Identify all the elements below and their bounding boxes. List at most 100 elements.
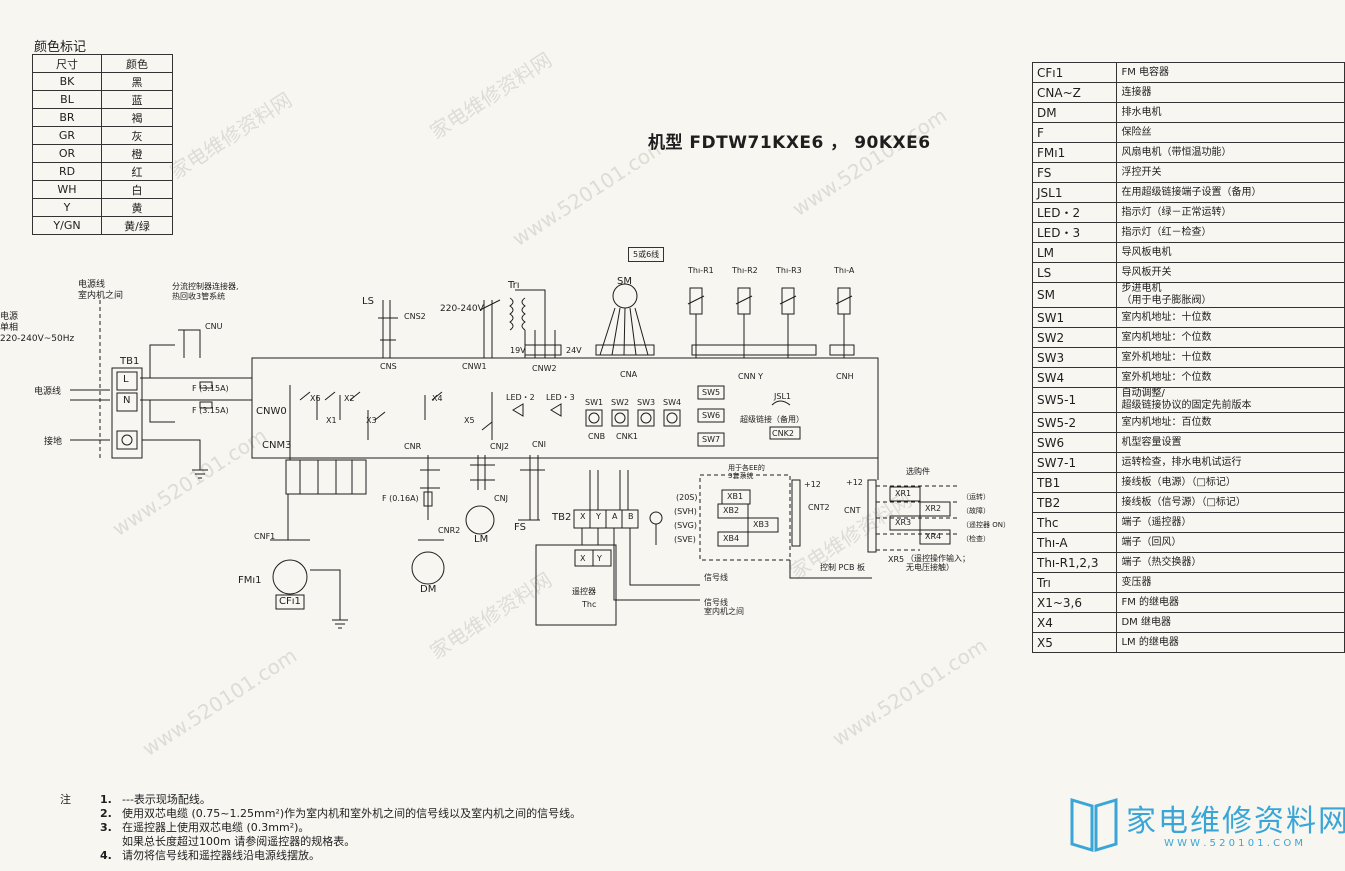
watermark: www.520101.com	[507, 133, 672, 251]
legend-code: GR	[32, 126, 102, 145]
notes-header: 注 1. ---表示现场配线。	[60, 793, 581, 807]
relay-label: X2	[344, 394, 355, 403]
connector-label: CNI	[532, 440, 546, 449]
louver-switch-label: LS	[362, 296, 374, 307]
terminal-l: L	[123, 374, 129, 385]
component-description: 室外机地址：十位数	[1116, 347, 1345, 368]
signal-line-label: 信号线	[704, 573, 728, 582]
pcb-outline	[251, 357, 879, 459]
opt-item: （故障）	[962, 507, 990, 515]
connector-label: CNN Y	[738, 372, 763, 381]
notes: 注 1. ---表示现场配线。 2. 使用双芯电缆 (0.75~1.25mm²)…	[60, 793, 581, 863]
xr5-note: （遥控操作输入； 无电压接触）	[906, 554, 970, 572]
note-text: 请勿将信号线和遥控器线沿电源线摆放。	[122, 849, 320, 862]
page-title: 机型 FDTW71KXE6 ， 90KXE6	[648, 133, 931, 153]
component-code: SW6	[1031, 432, 1118, 453]
switch-label: SW1	[585, 398, 604, 407]
legend-color: 黑	[101, 72, 173, 91]
legend-title: 颜色标记	[34, 40, 87, 55]
component-code: X1~3,6	[1031, 592, 1118, 613]
tb1-block	[111, 367, 143, 459]
thermistor-label: Thı-R1	[688, 266, 714, 275]
legend-color: 橙	[101, 144, 173, 163]
note-number	[100, 835, 122, 849]
opt-item: （检查）	[962, 535, 990, 543]
stepper-motor	[612, 283, 638, 309]
component-description: 连接器	[1116, 82, 1345, 103]
switch-label: SW5	[702, 388, 721, 397]
remote-thermistor-label: Thc	[582, 600, 597, 609]
connector-label: CNJ2	[490, 442, 510, 451]
louver-motor-label: LM	[474, 534, 489, 545]
legend-code: BL	[32, 90, 102, 109]
watermark: 家电维修资料网	[165, 87, 297, 184]
relay-label: X1	[326, 416, 337, 425]
component-code: Thc	[1031, 512, 1118, 533]
relay-label: X6	[310, 394, 321, 403]
transformer-coil	[509, 297, 526, 331]
component-code: DM	[1031, 102, 1118, 123]
connector-label: CNT	[844, 506, 861, 515]
cnt2-connector	[791, 479, 801, 547]
legend-code: WH	[32, 180, 102, 199]
jsl-note: 超级链接（备用）	[740, 415, 804, 424]
note-row: 4. 请勿将信号线和遥控器线沿电源线摆放。	[60, 849, 581, 863]
note-row: 2. 使用双芯电缆 (0.75~1.25mm²)作为室内机和室外机之间的信号线以…	[60, 807, 581, 821]
tb2-note: 用于各EE的 3套系统	[728, 464, 765, 480]
connector-label: CNW0	[256, 406, 287, 417]
relay-label: XB1	[727, 492, 744, 501]
tb1-label: TB1	[120, 356, 140, 367]
ground-label: 接地	[44, 437, 63, 447]
component-code: SM	[1031, 282, 1118, 308]
watermark: 家电维修资料网	[425, 47, 557, 144]
fan-capacitor	[275, 594, 305, 610]
wiring-diagram	[70, 283, 960, 629]
component-description: 浮控开关	[1116, 162, 1345, 183]
power-line-label: 电源线	[34, 387, 62, 397]
float-switch-label: FS	[514, 522, 526, 533]
switch-label: SW4	[663, 398, 682, 407]
connector-label: CNJ	[494, 494, 508, 503]
tb2-terminal: B	[628, 512, 634, 521]
note-number: 3.	[100, 821, 112, 834]
fuse-label: F (3.15A)	[192, 384, 229, 393]
drain-motor	[411, 551, 445, 585]
note-text: ---表示现场配线。	[122, 793, 211, 806]
component-code: Trı	[1031, 572, 1118, 593]
voltage-marker: +12	[804, 480, 821, 489]
component-description: 步进电机 （用于电子膨胀阀）	[1116, 282, 1345, 308]
component-description: 排水电机	[1116, 102, 1345, 123]
component-code: CNA~Z	[1031, 82, 1118, 103]
relay-label: XR3	[895, 518, 912, 527]
component-code: X4	[1031, 612, 1118, 633]
mode-label: (20S)	[676, 493, 698, 502]
relay-label: XB3	[753, 520, 770, 529]
legend-color: 蓝	[101, 90, 173, 109]
legend-color: 红	[101, 162, 173, 181]
legend-code: BR	[32, 108, 102, 127]
component-description: 导风板电机	[1116, 242, 1345, 263]
component-description: 端子（回风）	[1116, 532, 1345, 553]
power-note: 电源线 室内机之间	[78, 280, 124, 301]
component-code: FMı1	[1031, 142, 1118, 163]
fuse-label: F (0.16A)	[382, 494, 419, 503]
component-code: LS	[1031, 262, 1118, 283]
component-description: 室内机地址：百位数	[1116, 412, 1345, 433]
relay-label: XR4	[925, 532, 942, 541]
switch-label: SW7	[702, 435, 721, 444]
led-label: LED・2	[506, 393, 535, 402]
